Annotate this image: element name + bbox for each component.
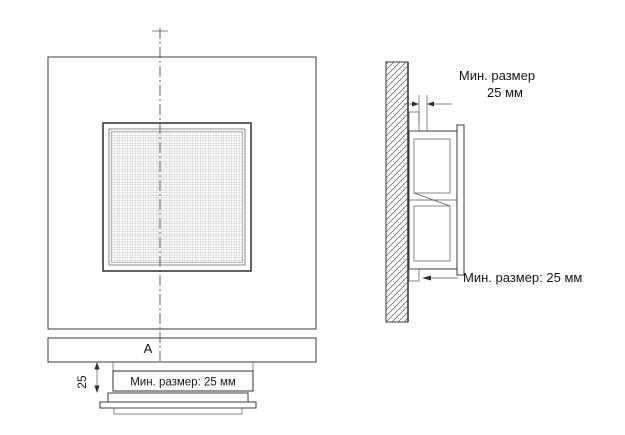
min-size-label-text: Мин. размер: 25 мм — [130, 377, 236, 389]
wall-section-view: Мин. размер 25 мм Мин. размер: 25 мм — [385, 61, 582, 323]
front-view: A — [47, 28, 317, 361]
unit-inner-top — [413, 138, 451, 194]
grille-flange — [99, 401, 257, 409]
bottom-min-size-label: Мин. размер: 25 мм — [463, 270, 582, 285]
unit-inner-bottom — [413, 205, 451, 262]
top-bracket — [408, 111, 420, 132]
grille-mesh — [111, 131, 243, 263]
min-size-label-box — [112, 370, 254, 392]
grille-body — [107, 392, 249, 403]
gap-dimension-value: 25 — [75, 375, 89, 389]
grille-trim — [113, 407, 243, 415]
grille-frame-inner — [108, 128, 246, 266]
bottom-bracket — [408, 268, 420, 282]
bottom-section-view: 25 Мин. размер: 25 мм — [47, 337, 317, 415]
top-min-size-line2: 25 мм — [487, 85, 523, 100]
ceiling-panel — [47, 337, 317, 363]
top-dim-arrow-left — [412, 101, 419, 107]
section-label-a: A — [144, 341, 153, 356]
gap-dimension-arrow-bottom — [94, 385, 100, 393]
unit-face-panel — [456, 124, 465, 276]
outer-panel-outline — [47, 56, 317, 330]
top-min-size-line1: Мин. размер — [459, 68, 535, 83]
wall-hatch — [385, 61, 409, 323]
gap-dimension-arrow-top — [94, 362, 100, 370]
grille-frame-outer — [102, 122, 252, 272]
bottom-dim-arrow — [422, 275, 431, 281]
unit-diagonal-line — [413, 192, 451, 207]
top-dim-arrow-right — [427, 101, 434, 107]
